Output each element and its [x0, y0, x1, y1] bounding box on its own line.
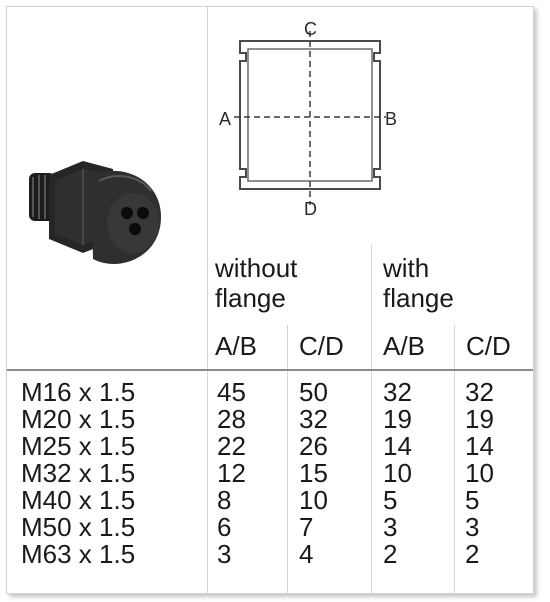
column-cd-without-flange: 50 32 26 15 10 7 4 [299, 379, 328, 568]
table-cell: 5 [465, 485, 480, 515]
subheader-ab-without: A/B [215, 331, 257, 361]
table-cell: 2 [465, 539, 480, 569]
grid-vline-3 [371, 245, 372, 593]
gland-hole [121, 207, 133, 219]
table-cell: 8 [217, 485, 232, 515]
table-cell-size: M63 x 1.5 [21, 539, 136, 569]
gland-hole [129, 223, 141, 235]
column-cd-with-flange: 32 19 14 10 5 3 2 [465, 379, 494, 568]
subheader-ab-with: A/B [383, 331, 425, 361]
table-cell: 45 [217, 377, 246, 407]
table-cell: 10 [299, 485, 328, 515]
grid-vline-4 [454, 325, 455, 593]
table-cell: 32 [465, 377, 494, 407]
grid-vline-1 [207, 7, 208, 593]
subheader-cd-without: C/D [299, 331, 344, 361]
cable-gland-image [29, 161, 161, 264]
spec-table: A B C D without flange with flange A/B C… [6, 6, 534, 594]
table-cell-size: M25 x 1.5 [21, 431, 136, 461]
table-cell: 22 [217, 431, 246, 461]
table-cell-size: M16 x 1.5 [21, 377, 136, 407]
table-cell-size: M50 x 1.5 [21, 512, 136, 542]
header-with-flange-line1: with [383, 253, 430, 283]
table-cell: 3 [383, 512, 398, 542]
table-cell: 14 [383, 431, 412, 461]
diagram-label-d: D [304, 199, 317, 217]
table-cell: 28 [217, 404, 246, 434]
subheader-cd-with: C/D [466, 331, 511, 361]
gland-hole [137, 207, 149, 219]
grid-hline-header [7, 369, 533, 371]
header-without-flange-line2: flange [215, 283, 286, 313]
table-cell: 26 [299, 431, 328, 461]
table-cell: 6 [217, 512, 232, 542]
table-cell: 32 [383, 377, 412, 407]
table-cell: 2 [383, 539, 398, 569]
dimension-diagram: A B C D [219, 19, 397, 217]
table-cell: 10 [465, 458, 494, 488]
table-cell: 19 [383, 404, 412, 434]
table-cell: 7 [299, 512, 314, 542]
table-cell: 32 [299, 404, 328, 434]
table-cell-size: M32 x 1.5 [21, 458, 136, 488]
diagram-label-c: C [304, 19, 317, 39]
grid-vline-2 [287, 325, 288, 593]
column-size: M16 x 1.5 M20 x 1.5 M25 x 1.5 M32 x 1.5 … [21, 379, 135, 568]
column-ab-with-flange: 32 19 14 10 5 3 2 [383, 379, 412, 568]
table-cell: 3 [217, 539, 232, 569]
header-without-flange-line1: without [215, 253, 298, 283]
table-cell: 12 [217, 458, 246, 488]
table-cell-size: M40 x 1.5 [21, 485, 136, 515]
table-cell-size: M20 x 1.5 [21, 404, 136, 434]
table-cell: 50 [299, 377, 328, 407]
diagram-label-a: A [219, 109, 231, 129]
table-cell: 15 [299, 458, 328, 488]
diagram-label-b: B [385, 109, 397, 129]
column-ab-without-flange: 45 28 22 12 8 6 3 [217, 379, 246, 568]
table-cell: 19 [465, 404, 494, 434]
box-outline [239, 40, 381, 190]
table-cell: 10 [383, 458, 412, 488]
table-cell: 14 [465, 431, 494, 461]
table-cell: 3 [465, 512, 480, 542]
header-with-flange-line2: flange [383, 283, 454, 313]
table-cell: 5 [383, 485, 398, 515]
table-cell: 4 [299, 539, 314, 569]
